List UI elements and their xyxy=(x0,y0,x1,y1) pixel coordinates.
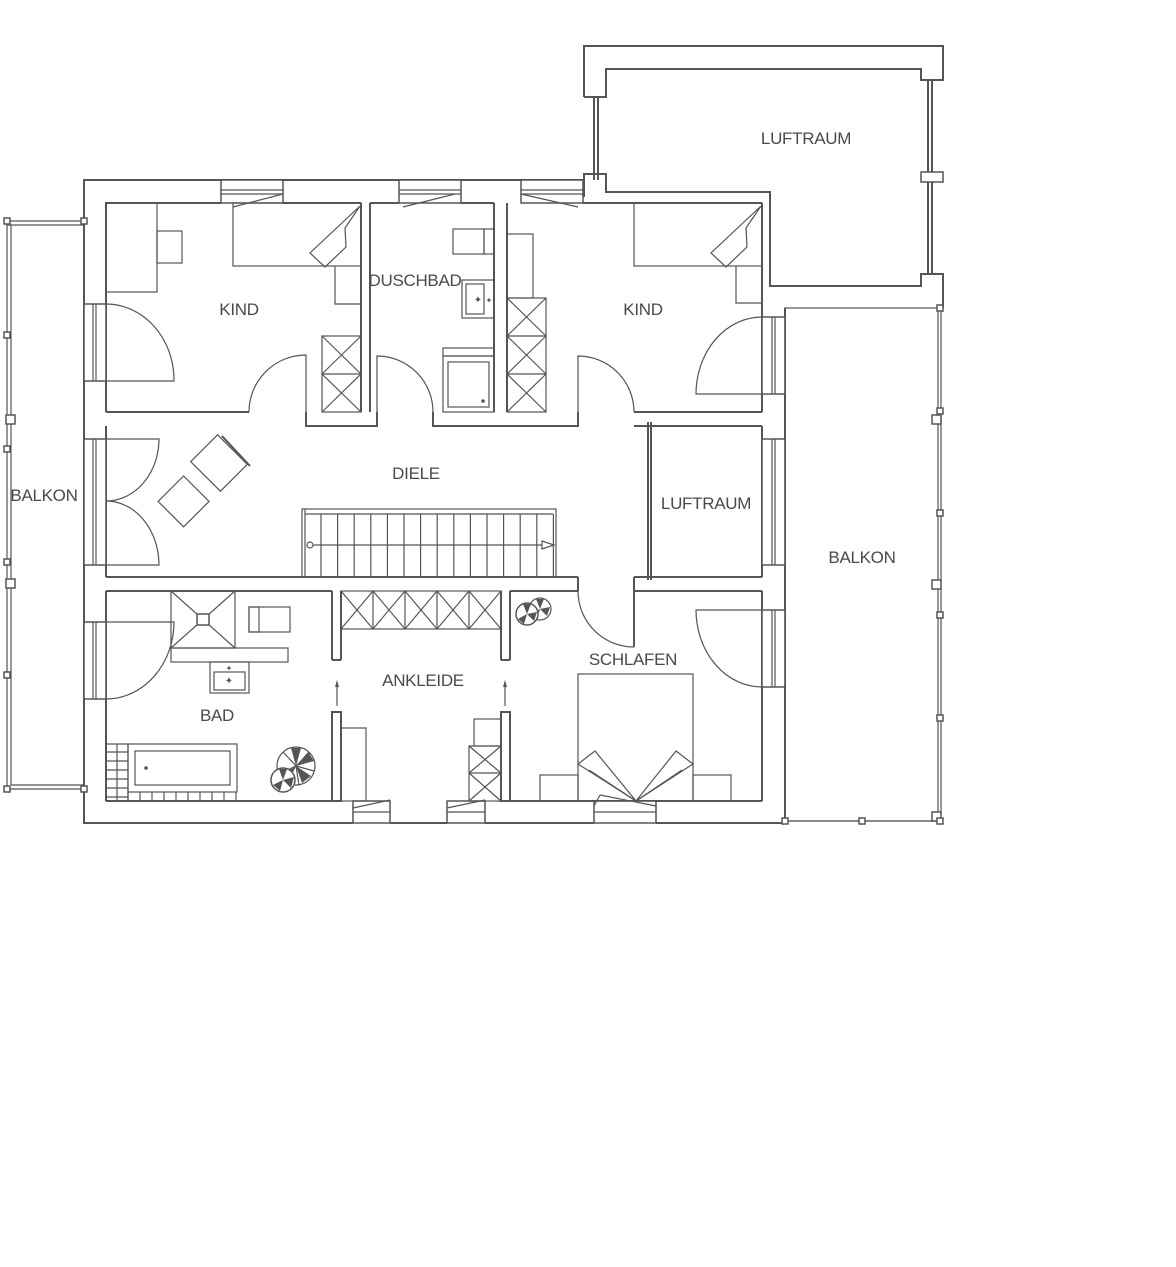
room-label-schlafen: SCHLAFEN xyxy=(589,650,677,669)
room-labels: LUFTRAUM KIND DUSCHBAD KIND BALKON DIELE… xyxy=(10,129,895,725)
plant-icon xyxy=(270,767,296,793)
room-label-balkon-left: BALKON xyxy=(10,486,77,505)
duschbad-fixtures: ✦ ✦ xyxy=(442,228,495,413)
room-label-balkon-right: BALKON xyxy=(828,548,895,567)
windows-top xyxy=(220,179,584,208)
kind-left-furniture xyxy=(105,202,362,413)
room-label-bad: BAD xyxy=(200,706,234,725)
kind-right-furniture xyxy=(506,202,763,413)
room-label-kind-left: KIND xyxy=(219,300,258,319)
wardrobe-cross xyxy=(436,590,470,630)
balcony-right xyxy=(781,304,944,825)
plant-icon xyxy=(515,602,539,626)
diele-furniture xyxy=(157,433,251,528)
svg-text:✦: ✦ xyxy=(226,664,233,673)
svg-text:✦: ✦ xyxy=(225,676,233,687)
doors-right-facade xyxy=(695,316,786,688)
wardrobe-cross xyxy=(404,590,438,630)
plant-icons xyxy=(270,597,552,793)
staircase[interactable] xyxy=(301,508,557,578)
wardrobe-cross xyxy=(468,590,502,630)
interior-doors xyxy=(248,354,635,648)
balcony-left xyxy=(3,217,88,793)
svg-text:✦: ✦ xyxy=(486,296,493,305)
room-label-luftraum-mid: LUFTRAUM xyxy=(661,494,751,513)
wardrobe-cross xyxy=(372,590,406,630)
room-label-duschbad: DUSCHBAD xyxy=(368,271,461,290)
wardrobe-cross xyxy=(340,590,374,630)
schlafen-bed xyxy=(539,673,732,802)
room-label-kind-right: KIND xyxy=(623,300,662,319)
room-label-ankleide: ANKLEIDE xyxy=(382,671,464,690)
room-label-luftraum-top: LUFTRAUM xyxy=(761,129,851,148)
luftraum-top-outline xyxy=(583,45,944,308)
doors-left-facade xyxy=(83,303,175,700)
windows-bottom xyxy=(352,794,657,824)
room-label-diele: DIELE xyxy=(392,464,440,483)
svg-text:✦: ✦ xyxy=(474,295,482,306)
bad-fixtures: ✦ ✦ xyxy=(105,590,291,802)
ankleide-wardrobe xyxy=(340,590,502,802)
